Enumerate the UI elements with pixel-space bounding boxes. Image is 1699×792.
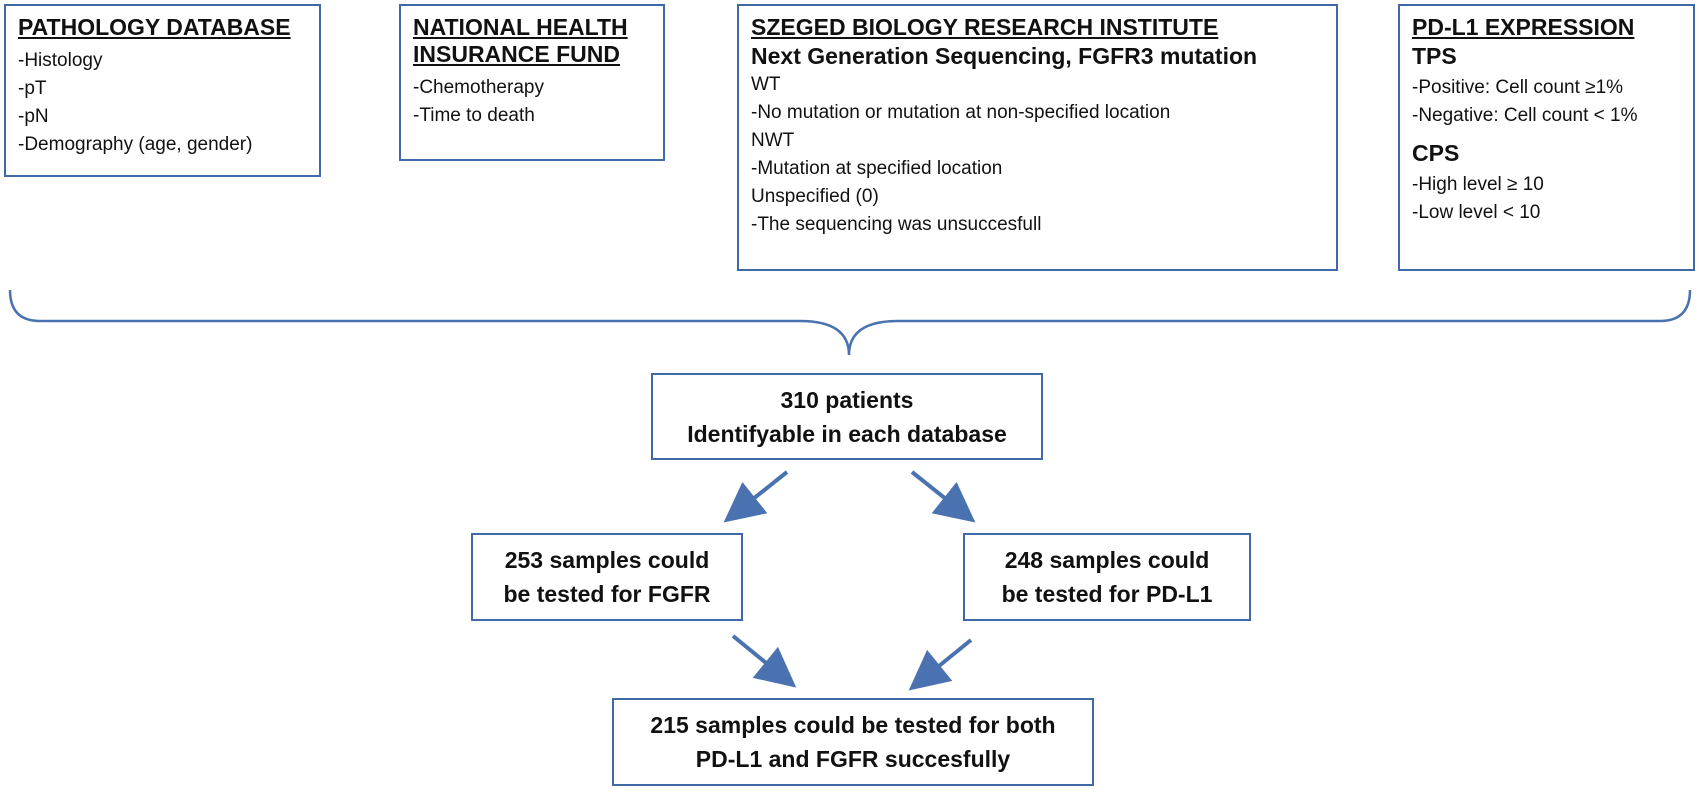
- szeged-subtitle: Next Generation Sequencing, FGFR3 mutati…: [751, 43, 1258, 69]
- pathology-item: -Demography (age, gender): [18, 134, 253, 155]
- tps-heading: TPS: [1412, 43, 1457, 69]
- tps-item: -Negative: Cell count < 1%: [1412, 105, 1638, 126]
- arrow-pdl1-to-both: [908, 638, 973, 691]
- pdl1-title: PD-L1 EXPRESSION: [1412, 14, 1635, 40]
- both-tested-line2: PD-L1 and FGFR succesfully: [695, 746, 1011, 772]
- szeged-line: -Mutation at specified location: [751, 158, 1003, 179]
- fgfr-samples-line1: 253 samples could: [504, 547, 710, 573]
- patients-box: 310 patients Identifyable in each databa…: [651, 373, 1043, 460]
- pdl1-samples-line1: 248 samples could: [1004, 547, 1210, 573]
- arrow-fgfr-to-both: [731, 634, 797, 688]
- insurance-title-line1: NATIONAL HEALTH: [413, 14, 628, 40]
- szeged-line: Unspecified (0): [751, 186, 879, 207]
- both-tested-line1: 215 samples could be tested for both: [650, 712, 1056, 738]
- szeged-title: SZEGED BIOLOGY RESEARCH INSTITUTE: [751, 14, 1219, 40]
- szeged-line: -No mutation or mutation at non-specifie…: [751, 102, 1171, 123]
- szeged-line: NWT: [751, 130, 795, 151]
- pathology-database-title: PATHOLOGY DATABASE: [18, 14, 291, 40]
- cps-item: -High level ≥ 10: [1412, 174, 1544, 195]
- pathology-item: -pN: [18, 106, 49, 127]
- szeged-institute-box: SZEGED BIOLOGY RESEARCH INSTITUTE Next G…: [737, 4, 1338, 271]
- arrow-patients-to-pdl1: [910, 470, 976, 523]
- patients-count: 310 patients: [780, 386, 914, 413]
- both-tested-box: 215 samples could be tested for both PD-…: [612, 698, 1094, 786]
- arrow-patients-to-fgfr: [723, 470, 789, 523]
- pdl1-samples-box: 248 samples could be tested for PD-L1: [963, 533, 1251, 621]
- cps-heading: CPS: [1412, 140, 1460, 166]
- pathology-database-box: PATHOLOGY DATABASE -Histology -pT -pN -D…: [4, 4, 321, 177]
- merge-bracket: [8, 289, 1692, 356]
- tps-item: -Positive: Cell count ≥1%: [1412, 77, 1624, 98]
- pathology-item: -pT: [18, 78, 47, 99]
- insurance-item: -Chemotherapy: [413, 77, 544, 98]
- fgfr-samples-box: 253 samples could be tested for FGFR: [471, 533, 743, 621]
- pdl1-samples-line2: be tested for PD-L1: [1001, 581, 1213, 607]
- fgfr-samples-line2: be tested for FGFR: [503, 581, 711, 607]
- insurance-title-line2: INSURANCE FUND: [413, 41, 620, 67]
- pathology-item: -Histology: [18, 50, 103, 71]
- szeged-line: WT: [751, 74, 781, 95]
- szeged-line: -The sequencing was unsuccesfull: [751, 214, 1042, 235]
- insurance-item: -Time to death: [413, 105, 535, 126]
- pdl1-expression-box: PD-L1 EXPRESSION TPS -Positive: Cell cou…: [1398, 4, 1695, 271]
- cps-item: -Low level < 10: [1412, 202, 1541, 223]
- patients-note: Identifyable in each database: [687, 420, 1007, 447]
- health-insurance-fund-box: NATIONAL HEALTH INSURANCE FUND -Chemothe…: [399, 4, 665, 161]
